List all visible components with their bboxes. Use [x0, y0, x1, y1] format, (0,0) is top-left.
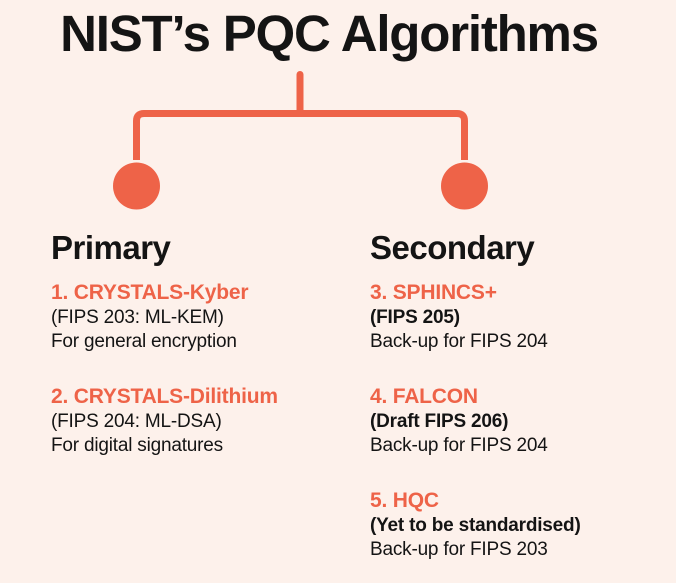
algorithm-name: 1. CRYSTALS-Kyber [51, 281, 249, 304]
algorithm-description: Back-up for FIPS 204 [370, 435, 548, 456]
algorithm-name: 4. FALCON [370, 385, 478, 408]
algorithm-fips-detail: (FIPS 205) [370, 307, 460, 328]
algorithm-item-hqc: 5. HQC (Yet to be standardised) Back-up … [370, 488, 581, 562]
algorithm-description: For general encryption [51, 331, 237, 352]
algorithm-name: 2. CRYSTALS-Dilithium [51, 385, 278, 408]
algorithm-item-falcon: 4. FALCON (Draft FIPS 206) Back-up for F… [370, 384, 548, 458]
algorithm-fips-detail: (Yet to be standardised) [370, 515, 581, 536]
branch-node-circle-left [113, 162, 160, 210]
algorithm-description: Back-up for FIPS 203 [370, 539, 548, 560]
algorithm-fips-detail: (Draft FIPS 206) [370, 411, 509, 432]
algorithm-fips-detail: (FIPS 204: ML-DSA) [51, 411, 222, 432]
algorithm-name: 3. SPHINCS+ [370, 281, 497, 304]
page-title: NIST’s PQC Algorithms [60, 5, 599, 62]
column-heading-secondary: Secondary [370, 229, 535, 266]
branch-node-circle-right [441, 162, 488, 210]
algorithm-description: Back-up for FIPS 204 [370, 331, 548, 352]
algorithm-item-crystals-kyber: 1. CRYSTALS-Kyber (FIPS 203: ML-KEM) For… [51, 280, 249, 354]
algorithm-item-crystals-dilithium: 2. CRYSTALS-Dilithium (FIPS 204: ML-DSA)… [51, 384, 278, 458]
algorithm-name: 5. HQC [370, 489, 439, 512]
tree-branch-bracket [133, 110, 468, 160]
column-heading-primary: Primary [51, 229, 171, 266]
algorithm-item-sphincs-plus: 3. SPHINCS+ (FIPS 205) Back-up for FIPS … [370, 280, 548, 354]
algorithm-description: For digital signatures [51, 435, 223, 456]
algorithm-fips-detail: (FIPS 203: ML-KEM) [51, 307, 224, 328]
